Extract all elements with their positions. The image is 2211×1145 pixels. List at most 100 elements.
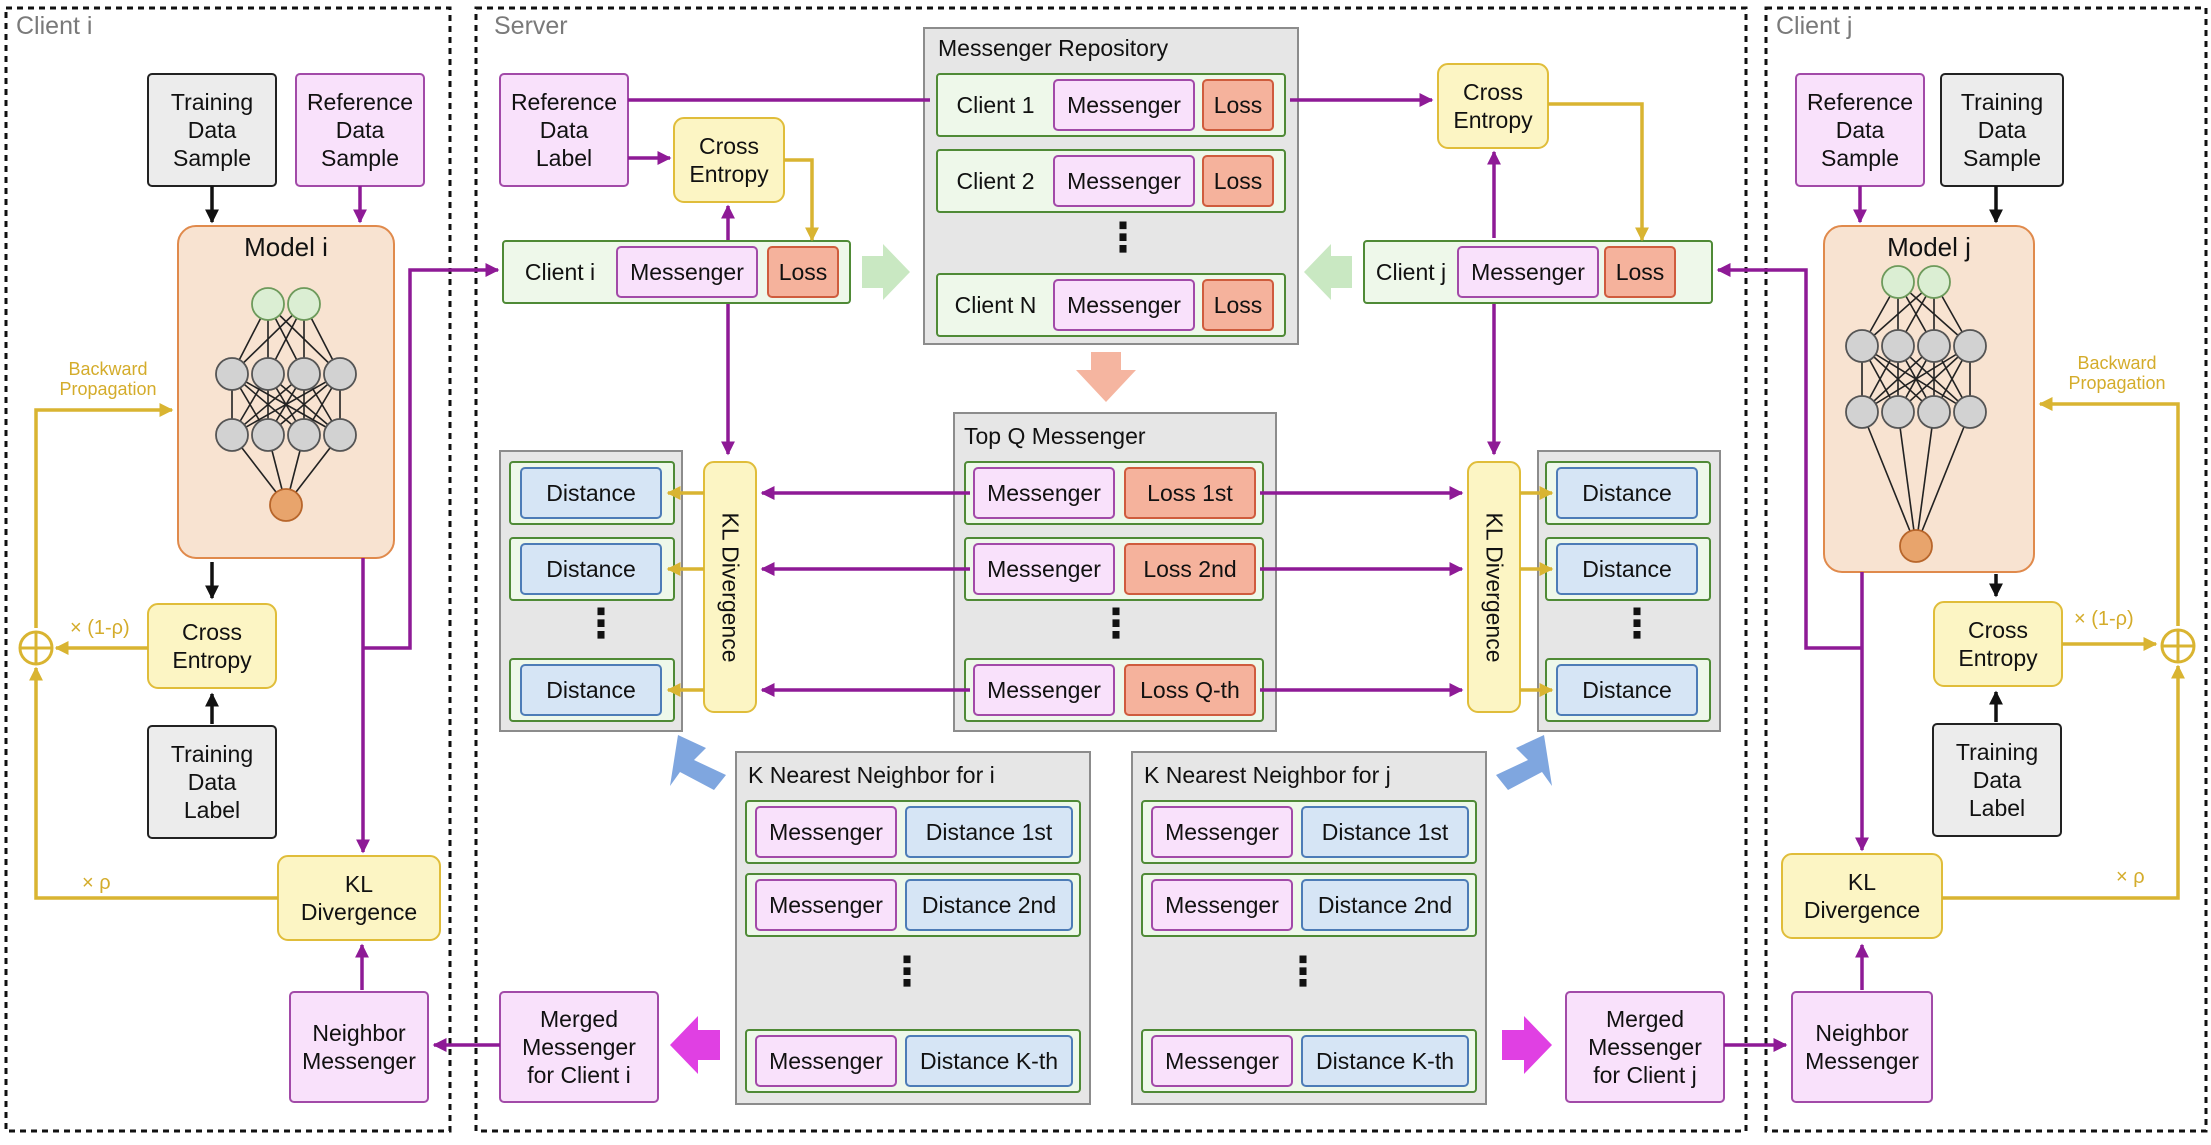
model-j-net-edge: [1897, 411, 1917, 547]
section-title-client-i: Client i: [16, 12, 93, 40]
model-j-net-edge: [1861, 411, 1917, 547]
model-j-net-neuron: [1881, 329, 1915, 363]
topq-ellipsis: ⋮: [1096, 601, 1136, 647]
server-client-j-loss: Loss: [1615, 258, 1665, 285]
model-j-net-neuron: [1953, 395, 1987, 429]
client-j-kl-divergence: KL Divergence: [1803, 868, 1921, 923]
distance-j-ellipsis: ⋮: [1617, 601, 1657, 647]
sum-circles: [18, 628, 2196, 666]
client-j-weight-one-minus-rho: × (1-ρ): [2074, 608, 2134, 630]
topq-messenger-1: Messenger: [987, 479, 1101, 506]
yellow-boxes: [147, 63, 2063, 941]
knn-j-distance-2: Distance 2nd: [1317, 891, 1453, 918]
distance-j-3: Distance: [1582, 676, 1672, 703]
client-i-training-data-sample: Training Data Sample: [170, 88, 254, 172]
client-j-neighbor-messenger: Neighbor Messenger: [1805, 1019, 1919, 1074]
server-client-i-loss: Loss: [778, 258, 828, 285]
server-cross-entropy-i: Cross Entropy: [689, 132, 769, 187]
distance-i-ellipsis: ⋮: [581, 601, 621, 647]
client-j-weight-rho: × ρ: [2116, 866, 2145, 888]
neural-networks: [215, 265, 1987, 563]
blue-arrow-j: [1496, 735, 1552, 790]
distance-i-2: Distance: [546, 555, 636, 582]
model-i-net-neuron: [323, 418, 357, 452]
model-j-net-neuron: [1899, 529, 1933, 563]
distance-i-1: Distance: [546, 479, 636, 506]
client-j-training-data-sample: Training Data Sample: [1960, 88, 2044, 172]
repository-client-n-loss: Loss: [1213, 291, 1263, 318]
model-i-net-neuron: [215, 357, 249, 391]
client-i-weight-one-minus-rho: × (1-ρ): [70, 617, 130, 639]
merged-messenger-i: Merged Messenger for Client i: [522, 1005, 636, 1089]
server-client-j-label: Client j: [1375, 258, 1447, 285]
purple-arrows: [353, 93, 1869, 1052]
client-i-training-data-label: Training Data Label: [170, 740, 254, 824]
section-frames: [4, 6, 2208, 1133]
salmon-arrow-down: [1076, 352, 1136, 402]
model-j-net-neuron: [1881, 265, 1915, 299]
knn-i-messenger-k: Messenger: [769, 1047, 883, 1074]
loss-boxes: [767, 79, 1676, 716]
model-i-net-neuron: [251, 418, 285, 452]
knn-j-ellipsis: ⋮: [1283, 949, 1323, 995]
repository-client-1: Client 1: [956, 91, 1035, 118]
model-j-net-edge: [1861, 345, 1971, 413]
model-j-net-neuron: [1881, 395, 1915, 429]
distance-j-1: Distance: [1582, 479, 1672, 506]
repository-title: Messenger Repository: [938, 34, 1169, 61]
knn-i-messenger-2: Messenger: [769, 891, 883, 918]
topq-loss-q: Loss Q-th: [1140, 676, 1240, 703]
model-i-net-neuron: [287, 418, 321, 452]
distance-j-2: Distance: [1582, 555, 1672, 582]
knn-i-ellipsis: ⋮: [887, 949, 927, 995]
client-i-reference-data-sample: Reference Data Sample: [306, 88, 414, 172]
repository-client-1-loss: Loss: [1213, 91, 1263, 118]
repository-client-1-messenger: Messenger: [1067, 91, 1181, 118]
client-i-backward-propagation: Backward Propagation: [59, 359, 157, 399]
green-arrow-right: [1304, 244, 1352, 300]
client-j-backward-propagation: Backward Propagation: [2068, 353, 2166, 393]
model-j-net-neuron: [1845, 329, 1879, 363]
model-i-net-neuron: [287, 357, 321, 391]
model-i-net-neuron: [251, 357, 285, 391]
client-i-cross-entropy: Cross Entropy: [172, 618, 252, 673]
knn-j-messenger-1: Messenger: [1165, 818, 1279, 845]
topq-messenger-2: Messenger: [987, 555, 1101, 582]
client-j-model-title: Model j: [1887, 232, 1971, 263]
server-client-i-messenger: Messenger: [630, 258, 744, 285]
topq-title: Top Q Messenger: [964, 422, 1146, 449]
model-i-net-neuron: [215, 418, 249, 452]
client-j-reference-data-sample: Reference Data Sample: [1806, 88, 1914, 172]
thick-arrows: [670, 244, 1552, 1074]
model-j-net-neuron: [1845, 395, 1879, 429]
knn-j-messenger-k: Messenger: [1165, 1047, 1279, 1074]
repository-client-2-messenger: Messenger: [1067, 167, 1181, 194]
model-j-net-neuron: [1953, 329, 1987, 363]
client-i-model-title: Model i: [244, 232, 328, 263]
model-j-net-neuron: [1917, 265, 1951, 299]
client-i-weight-rho: × ρ: [82, 872, 111, 894]
distance-boxes: [520, 467, 1698, 1087]
green-arrow-left: [862, 244, 910, 300]
model-j-net-neuron: [1917, 395, 1951, 429]
server-client-i-label: Client i: [524, 258, 596, 285]
knn-j-title: K Nearest Neighbor for j: [1144, 761, 1391, 788]
model-i-net-neuron: [287, 287, 321, 321]
model-i-net-neuron: [323, 357, 357, 391]
pink-boxes: [289, 73, 1933, 1103]
repository-client-n-messenger: Messenger: [1067, 291, 1181, 318]
section-title-client-j: Client j: [1776, 12, 1853, 40]
client-i-neighbor-messenger: Neighbor Messenger: [302, 1019, 416, 1074]
knn-j-distance-k: Distance K-th: [1315, 1047, 1455, 1074]
client-j-training-data-label: Training Data Label: [1955, 738, 2039, 822]
distance-i-3: Distance: [546, 676, 636, 703]
repository-client-2: Client 2: [956, 167, 1035, 194]
model-i-net-neuron: [251, 287, 285, 321]
knn-j-messenger-2: Messenger: [1165, 891, 1279, 918]
yellow-arrows: [29, 102, 2185, 900]
knn-i-title: K Nearest Neighbor for i: [748, 761, 995, 788]
knn-i-distance-1: Distance 1st: [925, 818, 1053, 845]
data-boxes: [147, 73, 2064, 839]
blue-arrow-i: [670, 735, 726, 790]
